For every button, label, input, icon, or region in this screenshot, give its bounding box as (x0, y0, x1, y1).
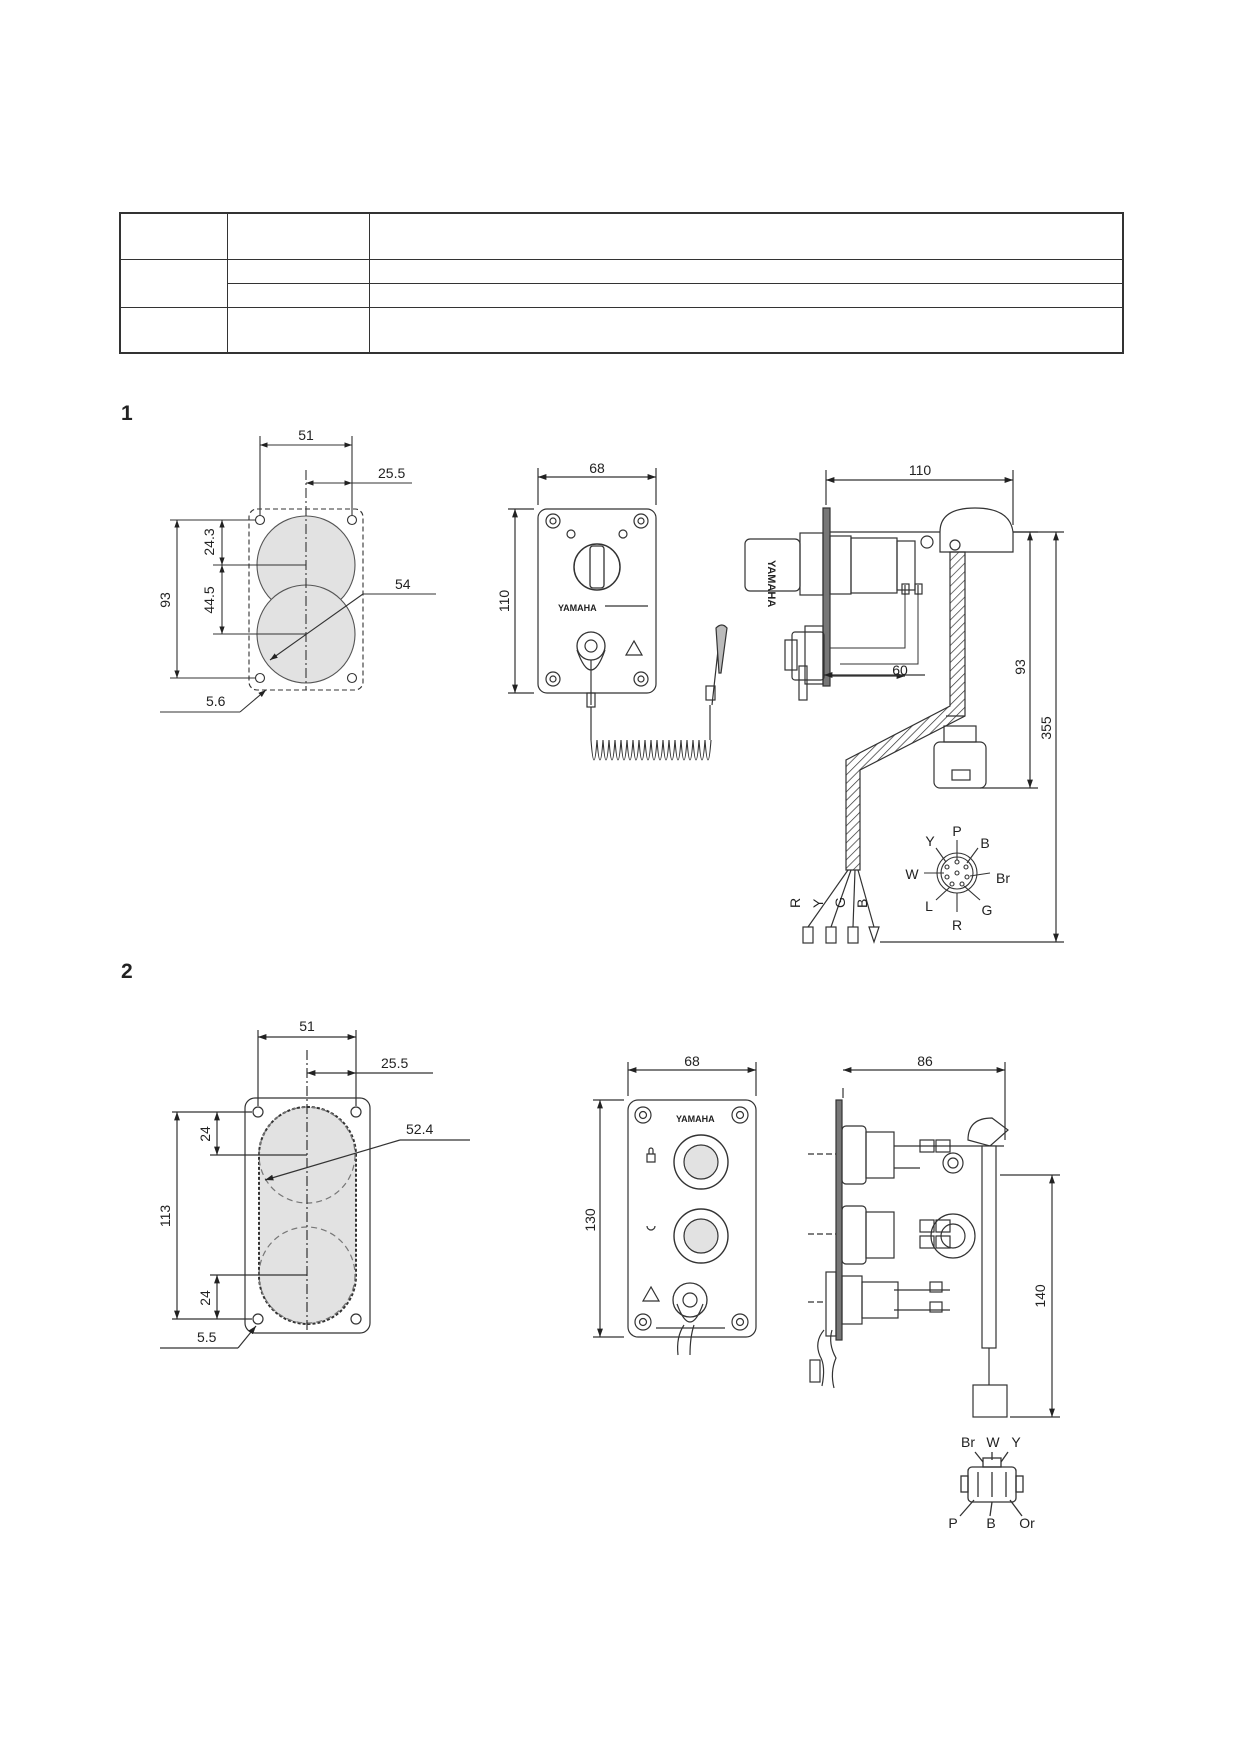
pin-label: B (986, 1515, 995, 1531)
connector-pinout-2 (959, 1451, 1024, 1517)
pin-label: Or (1019, 1515, 1035, 1531)
wire-label-b: B (854, 899, 870, 908)
dim-height: 113 (157, 1205, 173, 1228)
dim-width: 51 (298, 427, 314, 443)
dim-lower: 44.5 (201, 586, 217, 613)
key-logo: YAMAHA (765, 560, 777, 607)
connector-pin-labels-1: P B Br G R L W Y (905, 823, 1010, 933)
side-view-labels-2: 86 140 (917, 1053, 1048, 1308)
pin-label: L (925, 898, 933, 914)
pin-label: Br (996, 870, 1010, 886)
dim-upper: 24 (197, 1126, 213, 1142)
front-view-1 (508, 468, 728, 761)
dim-front-width: 68 (684, 1053, 700, 1069)
front-view-labels-1: 68 110 YAMAHA (496, 460, 605, 613)
cutout-drawing-2 (160, 1030, 470, 1349)
dim-side-upper: 93 (1012, 659, 1028, 675)
connector-pin-labels-2: Br W Y P B Or (948, 1434, 1035, 1531)
table-row (119, 306, 1124, 354)
dim-side-width: 86 (917, 1053, 933, 1069)
dim-offset: 25.5 (378, 465, 405, 481)
pin-label: G (982, 902, 993, 918)
table-cell (226, 212, 370, 260)
side-view-1: YAMAHA (744, 470, 1064, 944)
dim-front-width: 68 (589, 460, 605, 476)
front-view-2 (593, 1062, 757, 1356)
dim-lower: 24 (197, 1290, 213, 1306)
dim-height: 93 (157, 592, 173, 608)
dim-wire-offset: 60 (892, 662, 908, 678)
dim-side-width: 110 (909, 462, 932, 478)
dim-side-height: 140 (1032, 1284, 1048, 1308)
table-row (119, 258, 1124, 308)
cutout-dimensions-2: 51 25.5 113 24 24 52.4 5.5 (157, 1018, 433, 1345)
dim-width: 51 (299, 1018, 315, 1034)
wire-label-g: G (832, 897, 848, 908)
front-view-labels-2: 68 130 YAMAHA (582, 1053, 715, 1232)
dim-diameter: 52.4 (406, 1121, 433, 1137)
table-cell (119, 258, 228, 308)
pin-label: R (952, 917, 962, 933)
pin-label: P (952, 823, 961, 839)
side-view-labels-1: 110 60 93 355 R Y G B (787, 462, 1054, 908)
pin-label: B (980, 835, 989, 851)
cutout-drawing-1 (160, 436, 436, 713)
wire-label-y: Y (810, 898, 826, 908)
table-row (119, 212, 1124, 260)
dim-diameter: 54 (395, 576, 411, 592)
dim-front-height: 110 (496, 590, 512, 613)
table-cell (226, 282, 370, 308)
dim-upper: 24.3 (201, 528, 217, 555)
connector-pinout-1 (924, 840, 991, 912)
table-cell (368, 258, 1124, 284)
pin-label: W (905, 866, 919, 882)
wire-label-r: R (787, 898, 803, 908)
table-cell (119, 306, 228, 354)
dim-hole: 5.6 (206, 693, 226, 709)
pin-label: W (986, 1434, 1000, 1450)
pin-label: Y (925, 833, 935, 849)
dim-hole: 5.5 (197, 1329, 217, 1345)
table-cell (368, 212, 1124, 260)
dim-front-height: 130 (582, 1208, 598, 1232)
dim-offset: 25.5 (381, 1055, 408, 1071)
dim-side-total: 355 (1038, 716, 1054, 740)
pin-label: Y (1011, 1434, 1021, 1450)
brand-logo: YAMAHA (676, 1114, 715, 1124)
section-number-2: 2 (121, 960, 133, 983)
table-cell (368, 306, 1124, 354)
pin-label: P (948, 1515, 957, 1531)
spec-table (119, 212, 1124, 354)
side-view-2 (808, 1062, 1060, 1418)
section-number-1: 1 (121, 402, 133, 425)
brand-logo: YAMAHA (558, 603, 597, 613)
cutout-dimensions-1: 51 25.5 93 24.3 44.5 54 5.6 (157, 427, 411, 709)
pin-label: Br (961, 1434, 975, 1450)
